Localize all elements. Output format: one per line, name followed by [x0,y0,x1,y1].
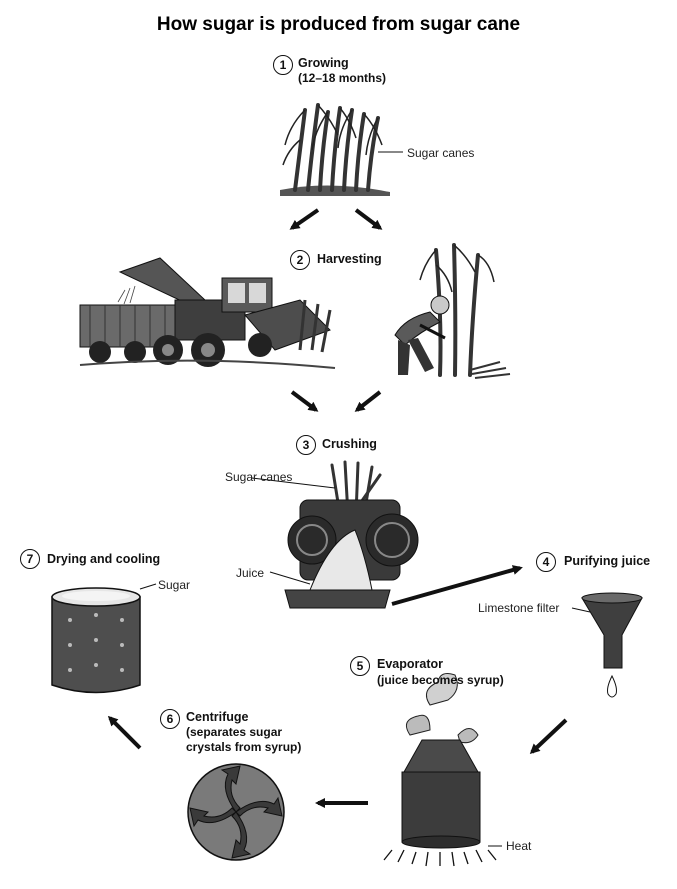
arrow-growing-to-machine [292,210,318,228]
step-5-number: 5 [350,656,370,676]
harvester-machine-illustration [80,258,335,368]
step-4-label: Purifying juice [564,554,650,569]
step-7-label: Drying and cooling [47,552,160,567]
step-1-label: Growing [298,56,349,71]
step-6-label: Centrifuge [186,710,249,725]
step-3-number: 3 [296,435,316,455]
arrow-centrifuge-to-drying [110,718,140,748]
callout-sugar-canes-crusher: Sugar canes [225,470,292,484]
evaporator-illustration [384,674,502,866]
step-5-label: Evaporator [377,657,443,672]
step-3-label: Crushing [322,437,377,452]
callout-sugar: Sugar [158,578,190,592]
centrifuge-illustration [188,764,284,860]
worker-harvesting-illustration [395,245,510,378]
callout-sugar-canes-field: Sugar canes [407,146,474,160]
arrow-machine-to-crushing [292,392,316,410]
drying-drum-illustration [52,584,156,693]
step-2-label: Harvesting [317,252,382,267]
step-5-detail: (juice becomes syrup) [377,673,504,688]
arrow-growing-to-manual [356,210,380,228]
step-6-detail: (separates sugar [186,725,282,740]
step-7-number: 7 [20,549,40,569]
step-4-number: 4 [536,552,556,572]
sugar-cane-field-illustration [280,105,403,196]
callout-heat: Heat [506,839,531,853]
limestone-filter-funnel-illustration [572,593,642,697]
callout-juice: Juice [236,566,264,580]
callout-limestone-filter: Limestone filter [478,601,559,615]
arrow-purifying-to-evaporator [532,720,566,752]
arrow-manual-to-crushing [357,392,380,410]
step-2-number: 2 [290,250,310,270]
step-6-detail-2: crystals from syrup) [186,740,301,755]
step-1-detail: (12–18 months) [298,71,386,86]
step-6-number: 6 [160,709,180,729]
arrow-crushing-to-purifying [392,568,520,604]
step-1-number: 1 [273,55,293,75]
